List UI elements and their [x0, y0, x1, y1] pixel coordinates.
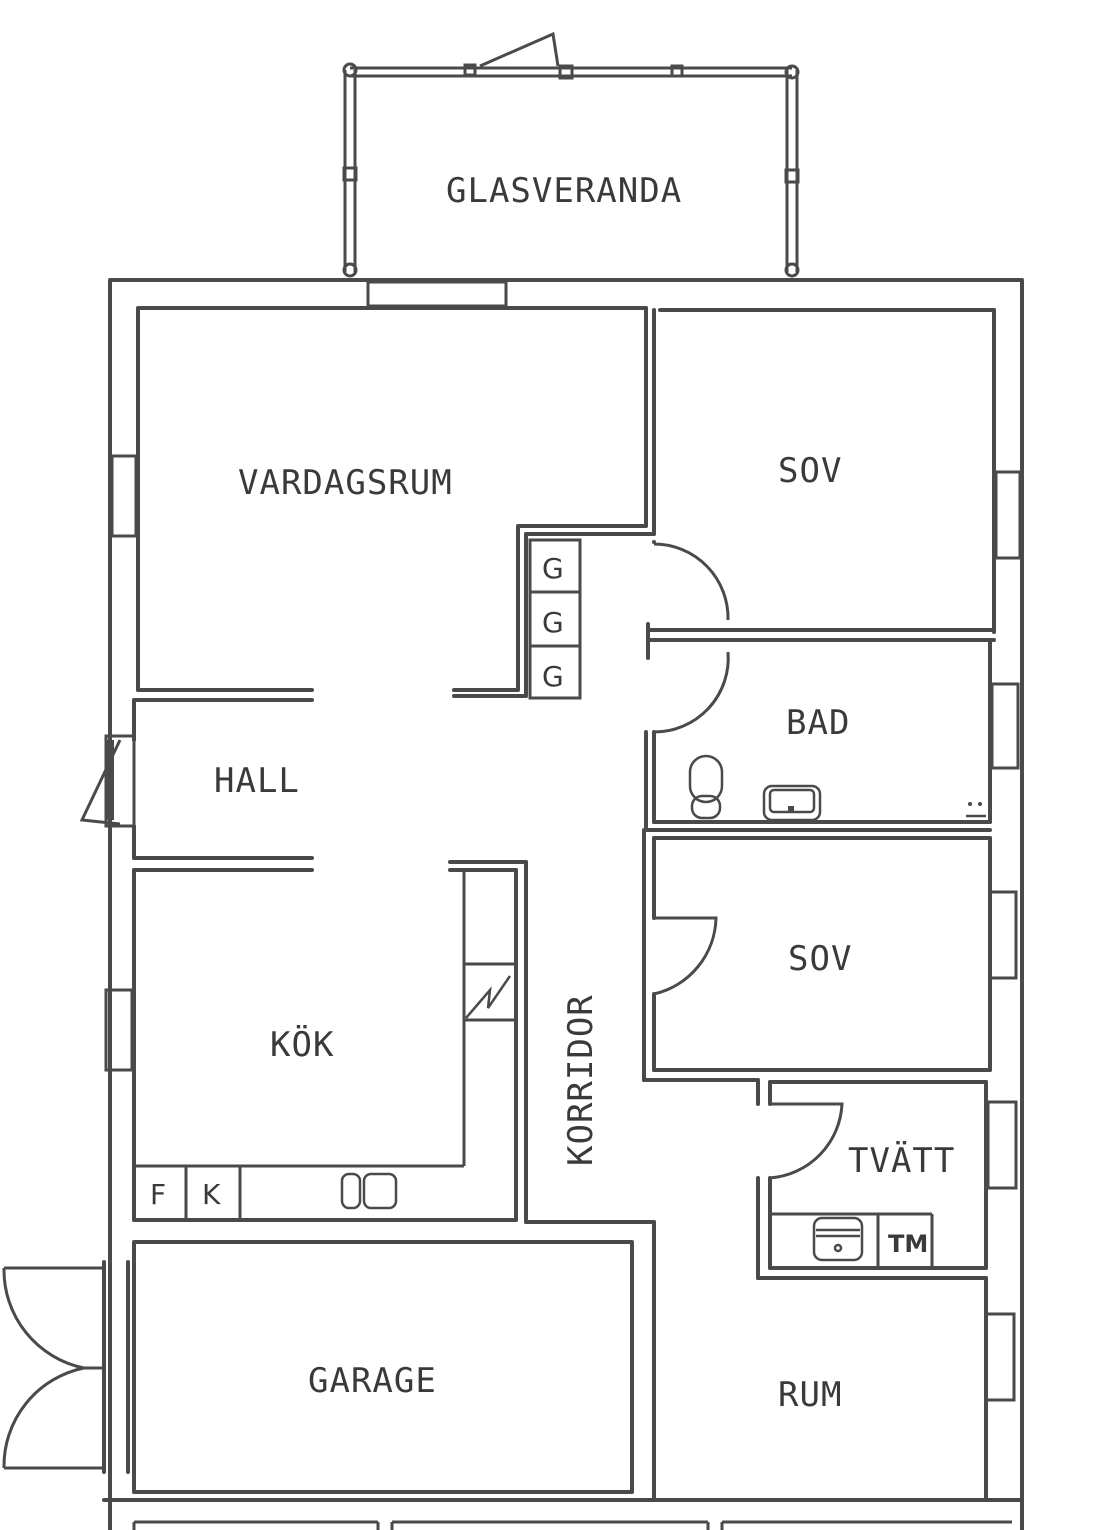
hall-walls: [132, 698, 528, 872]
sink-icon: [762, 784, 822, 822]
room-label-korridor: KORRIDOR: [561, 994, 601, 1166]
room-label-bad: BAD: [786, 703, 850, 743]
bottom-partial-walls: [132, 1520, 1012, 1530]
freezer-label: K: [202, 1178, 221, 1211]
drain-icon: [966, 802, 986, 818]
wardrobe-label: G: [542, 552, 564, 585]
stove-icon: [465, 975, 512, 1019]
washing-machine-label: TM: [888, 1230, 928, 1258]
laundry-sink-icon: [812, 1216, 864, 1262]
toilet-icon: [688, 754, 724, 820]
sov2-walls: [642, 828, 992, 1106]
kok-walls: [132, 860, 528, 1224]
korridor-walls: [524, 1220, 656, 1500]
veranda-door-icon: [479, 31, 560, 68]
tvatt-walls: [756, 1080, 988, 1280]
room-label-glasveranda: GLASVERANDA: [446, 171, 682, 211]
room-label-tvatt: TVÄTT: [848, 1141, 955, 1181]
room-label-vardagsrum: VARDAGSRUM: [238, 463, 453, 503]
room-label-sov1: SOV: [778, 451, 842, 491]
kitchen-appliances: F K: [150, 1166, 398, 1220]
kitchen-sink-icon: [340, 1172, 398, 1210]
room-label-hall: HALL: [214, 761, 300, 801]
wardrobe-label: G: [542, 660, 564, 693]
bad-walls: [644, 638, 992, 832]
room-label-sov2: SOV: [788, 939, 852, 979]
wardrobes: G G G: [528, 538, 582, 700]
entrance-door-icon: [79, 734, 136, 828]
room-label-rum: RUM: [778, 1375, 842, 1415]
vardagsrum-walls: [136, 306, 656, 698]
room-label-kok: KÖK: [270, 1024, 334, 1065]
sov1-walls: [646, 540, 996, 660]
fridge-label: F: [150, 1178, 166, 1211]
glasveranda-structure: [342, 31, 800, 278]
wardrobe-label: G: [542, 606, 564, 639]
outer-walls: [102, 278, 1024, 1530]
room-label-garage: GARAGE: [308, 1361, 437, 1401]
garage-double-door-icon: [2, 1266, 104, 1470]
